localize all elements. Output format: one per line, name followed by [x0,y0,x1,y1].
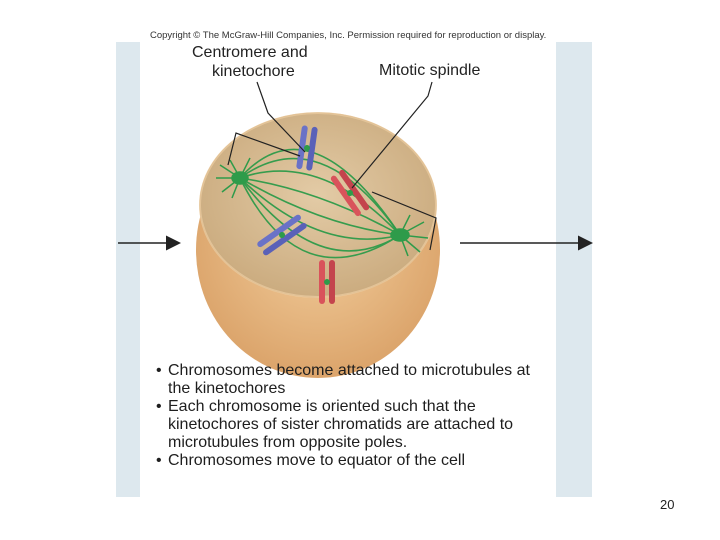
chromosome-red-center [330,169,370,217]
spindle-bracket-right [371,191,437,251]
copyright-notice: Copyright © The McGraw-Hill Companies, I… [150,30,547,41]
centromere-label-line-2: kinetochore [212,63,295,80]
centromere-leader-line [256,81,306,153]
chromosome-blue-left [257,214,307,256]
chromosome-blue-top [296,125,318,171]
left-spindle-pole [216,157,251,199]
description-item: Each chromosome is oriented such that th… [156,398,556,452]
page-number: 20 [660,497,675,512]
description-list: Chromosomes become attached to microtubu… [156,362,556,470]
chromosome-red-bottom [319,260,335,304]
centromere-kinetochore-label: Centromere and kinetochore [192,43,342,81]
right-spindle-pole [387,214,429,257]
spindle-bracket-left [227,132,301,166]
cytoplasm-surface [199,112,437,298]
mitotic-spindle-label: Mitotic spindle [379,62,481,79]
description-item: Chromosomes become attached to microtubu… [156,362,556,398]
description-item: Chromosomes move to equator of the cell [156,452,556,470]
mitotic-spindle [239,148,401,259]
left-panel-strip [116,42,140,497]
spindle-leader-line [351,81,433,189]
right-panel-strip [556,42,592,497]
cell [196,112,440,378]
centromere-label-line-1: Centromere and [192,44,308,61]
